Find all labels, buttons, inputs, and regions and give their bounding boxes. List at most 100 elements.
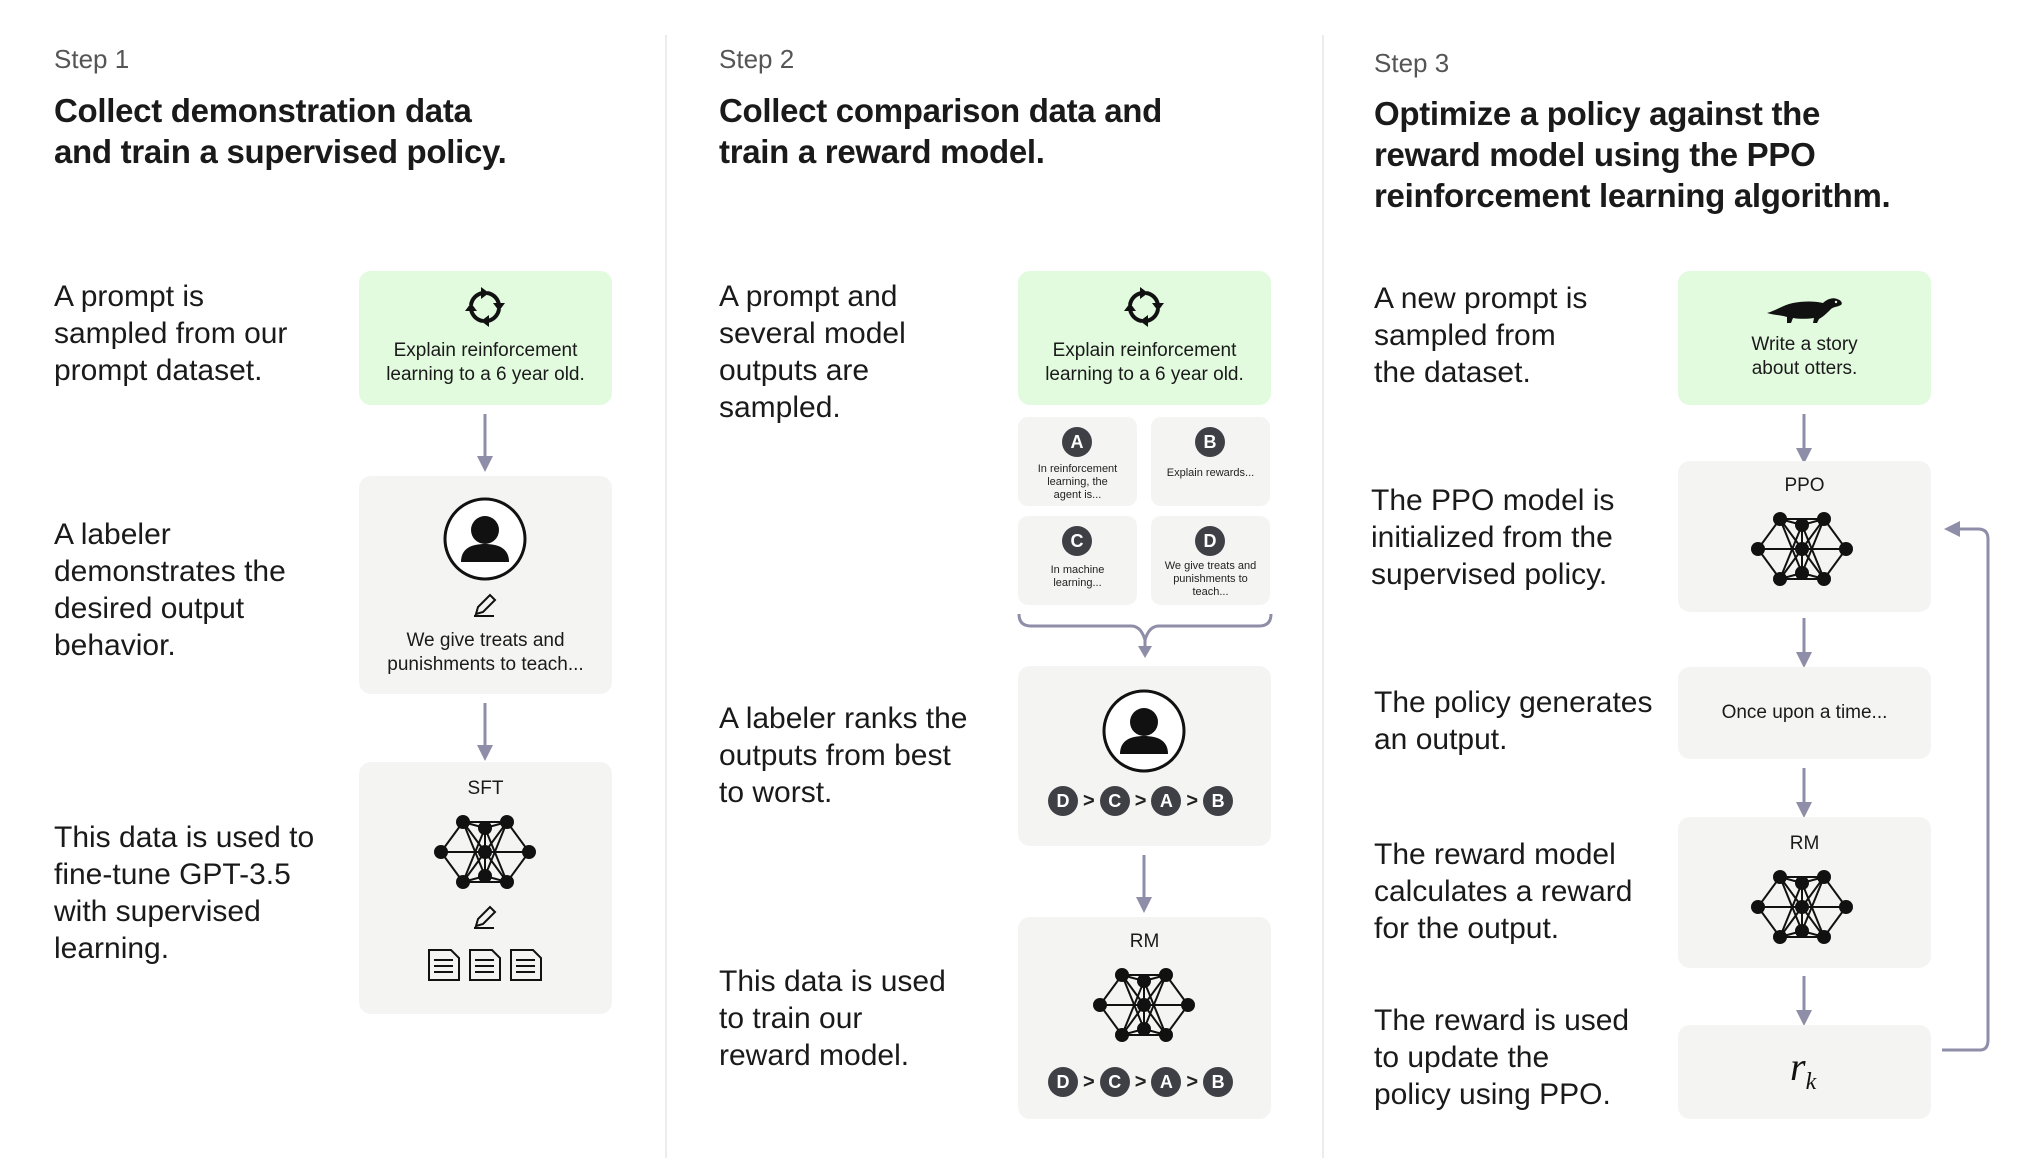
rank-badge: C bbox=[1099, 786, 1130, 816]
desc-line: outputs are bbox=[719, 354, 870, 387]
demo-line: We give treats and bbox=[406, 630, 565, 651]
title-line: and train a supervised policy. bbox=[54, 133, 507, 170]
output-text: We give treats and punishments to teach.… bbox=[1155, 560, 1266, 599]
desc-line: several model bbox=[719, 317, 906, 350]
network-node bbox=[1093, 998, 1107, 1012]
rank-separator: > bbox=[1083, 1070, 1095, 1093]
model-label: SFT bbox=[467, 778, 504, 799]
bracket-icon bbox=[1017, 613, 1273, 658]
desc-line: reward model. bbox=[719, 1039, 910, 1072]
neural-network-icon bbox=[1751, 512, 1853, 586]
demo-line: punishments to teach... bbox=[387, 654, 584, 675]
down-arrow-icon bbox=[1796, 768, 1812, 818]
output-text: In machine learning... bbox=[1022, 564, 1133, 590]
down-arrow-icon bbox=[477, 414, 493, 472]
title-line: Collect comparison data and bbox=[719, 92, 1162, 129]
desc-line: demonstrates the bbox=[54, 555, 286, 588]
network-node bbox=[1795, 924, 1809, 938]
desc-line: A new prompt is bbox=[1374, 282, 1588, 315]
rank-badge: D bbox=[1048, 1067, 1078, 1097]
desc-line: fine-tune GPT-3.5 bbox=[54, 858, 291, 891]
neural-network-icon bbox=[1093, 968, 1195, 1042]
output-line: In machine bbox=[1050, 564, 1105, 576]
desc-line: The reward is used bbox=[1374, 1004, 1630, 1037]
network-node bbox=[1115, 1028, 1129, 1042]
desc-line: supervised policy. bbox=[1371, 558, 1608, 591]
desc-line: to update the bbox=[1374, 1041, 1550, 1074]
feedback-loop-arrow-icon bbox=[1942, 521, 1990, 1052]
pencil-icon bbox=[474, 593, 497, 617]
network-edge bbox=[1779, 882, 1803, 938]
ranking-sequence: D > C > A > B bbox=[1048, 1067, 1234, 1097]
reward-model-box: RM bbox=[1678, 817, 1931, 968]
output-card-c: C In machine learning... bbox=[1018, 516, 1137, 605]
rank-badge: B bbox=[1203, 786, 1234, 816]
network-node bbox=[1773, 512, 1787, 526]
network-edge bbox=[1779, 876, 1803, 932]
desc-line: A labeler ranks the bbox=[719, 702, 968, 735]
reward-subscript: k bbox=[1805, 1069, 1817, 1095]
title-line: Optimize a policy against the bbox=[1374, 95, 1821, 132]
policy-output-text: Once upon a time... bbox=[1721, 702, 1888, 723]
desc-line: The PPO model is bbox=[1371, 484, 1615, 517]
rank-badge: A bbox=[1151, 786, 1182, 816]
down-arrow-icon bbox=[477, 703, 493, 761]
title-line: reinforcement learning algorithm. bbox=[1374, 177, 1891, 214]
otter-icon bbox=[1767, 298, 1842, 323]
step-description: A prompt is sampled from our prompt data… bbox=[54, 278, 287, 389]
model-label: PPO bbox=[1784, 475, 1825, 496]
prompt-box: Write a story about otters. bbox=[1678, 271, 1931, 405]
ranking-box: D > C > A > B bbox=[1018, 666, 1271, 846]
network-node bbox=[1773, 572, 1787, 586]
down-arrow-icon bbox=[1796, 976, 1812, 1026]
network-node bbox=[522, 845, 536, 859]
reward-symbol: rk bbox=[1790, 1043, 1816, 1096]
network-node bbox=[1795, 900, 1809, 914]
desc-line: for the output. bbox=[1374, 912, 1560, 945]
desc-line: calculates a reward bbox=[1374, 875, 1633, 908]
output-card-b: B Explain rewards... bbox=[1151, 417, 1270, 506]
network-edge bbox=[1143, 974, 1167, 1030]
output-line: Explain rewards... bbox=[1166, 467, 1255, 479]
network-node bbox=[1137, 974, 1151, 988]
sft-model-box: SFT bbox=[359, 762, 612, 1014]
network-edge bbox=[484, 821, 508, 877]
network-edge bbox=[1801, 518, 1825, 574]
reward-letter: r bbox=[1790, 1044, 1806, 1089]
network-node bbox=[478, 869, 492, 883]
output-card-d: D We give treats and punishments to teac… bbox=[1151, 516, 1270, 605]
output-letter-badge: C bbox=[1062, 526, 1092, 556]
output-text: In reinforcement learning, the agent is.… bbox=[1022, 463, 1133, 502]
output-letter-badge: A bbox=[1062, 427, 1092, 457]
desc-line: A labeler bbox=[54, 518, 171, 551]
output-letter-badge: B bbox=[1195, 427, 1225, 457]
network-node bbox=[1773, 870, 1787, 884]
column-divider bbox=[665, 35, 667, 1158]
network-node bbox=[478, 821, 492, 835]
reward-box: rk bbox=[1678, 1025, 1931, 1119]
prompt-text: Explain reinforcement learning to a 6 ye… bbox=[1018, 339, 1271, 387]
recycle-arrows-icon bbox=[465, 287, 505, 327]
title-line: train a reward model. bbox=[719, 133, 1045, 170]
title-line: reward model using the PPO bbox=[1374, 136, 1816, 173]
desc-line: sampled. bbox=[719, 391, 841, 424]
prompt-line: learning to a 6 year old. bbox=[386, 364, 585, 385]
rank-separator: > bbox=[1083, 789, 1095, 812]
rank-badge: A bbox=[1151, 1067, 1182, 1097]
rank-badge: C bbox=[1099, 1067, 1130, 1097]
step-description: A prompt and several model outputs are s… bbox=[719, 278, 906, 426]
model-label: RM bbox=[1789, 833, 1820, 854]
network-node bbox=[456, 875, 470, 889]
desc-line: initialized from the bbox=[1371, 521, 1613, 554]
step-description: The policy generates an output. bbox=[1374, 684, 1653, 758]
output-line: learning... bbox=[1053, 577, 1102, 589]
model-label: RM bbox=[1129, 931, 1160, 952]
network-edge bbox=[1779, 524, 1803, 580]
desc-line: sampled from bbox=[1374, 319, 1556, 352]
network-edge bbox=[1779, 518, 1803, 574]
desc-line: desired output bbox=[54, 592, 245, 625]
desc-line: A prompt and bbox=[719, 280, 898, 313]
step-title: Optimize a policy against the reward mod… bbox=[1374, 93, 1891, 216]
output-line: learning, the bbox=[1047, 476, 1108, 488]
document-icon bbox=[428, 949, 460, 981]
